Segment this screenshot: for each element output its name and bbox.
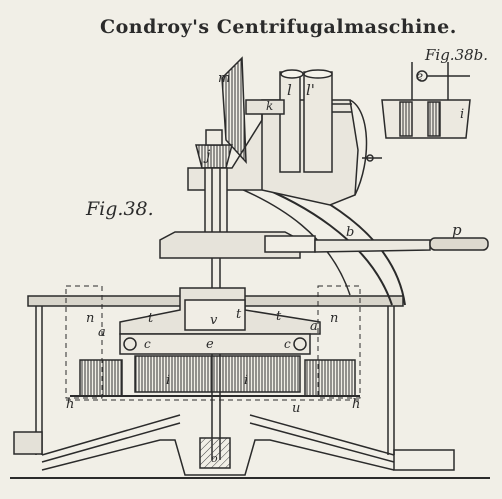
label-l-prime: l' (306, 81, 315, 99)
label-v: v (210, 313, 218, 328)
label-i-right: i (244, 373, 248, 388)
part-labels: m k l l' j b p e i n n a a t t t v e c c… (66, 69, 464, 465)
label-m: m (218, 71, 230, 86)
label-e-center: e (206, 337, 214, 352)
label-h-left: h (66, 397, 74, 412)
figure-label-main: Fig.38. (86, 198, 154, 220)
label-a-left: a (98, 325, 106, 340)
label-t-left: t (148, 311, 154, 326)
label-l: l (287, 81, 292, 99)
label-p: p (452, 221, 462, 239)
centrifuge-basket (70, 333, 360, 397)
bevel-gear-m (221, 56, 285, 165)
label-c-left: c (144, 337, 151, 351)
upper-plate (159, 231, 316, 259)
label-n-right: n (330, 311, 338, 326)
drum-lid (119, 287, 321, 335)
label-h-right: h (352, 397, 360, 412)
label-u: u (292, 401, 300, 416)
label-t-mid: t (236, 307, 242, 322)
diagram-title: Condroy's Centrifugalmaschine. (100, 16, 457, 38)
label-o: o (211, 452, 218, 465)
label-e-detail: e (416, 69, 423, 83)
label-n-left: n (86, 311, 94, 326)
detail-figure-38b (381, 62, 471, 139)
label-k: k (266, 99, 273, 113)
label-j: j (203, 148, 211, 164)
label-b: b (346, 225, 354, 240)
basket-outline-dashed (65, 285, 361, 401)
label-c-right: c (284, 337, 291, 351)
label-a-right: a (310, 319, 318, 334)
label-i-detail: i (460, 107, 464, 122)
brake-lever (314, 237, 489, 253)
figure-label-detail: Fig.38b. (425, 46, 489, 64)
label-t-right: t (276, 309, 282, 324)
label-i-left: i (166, 373, 170, 388)
